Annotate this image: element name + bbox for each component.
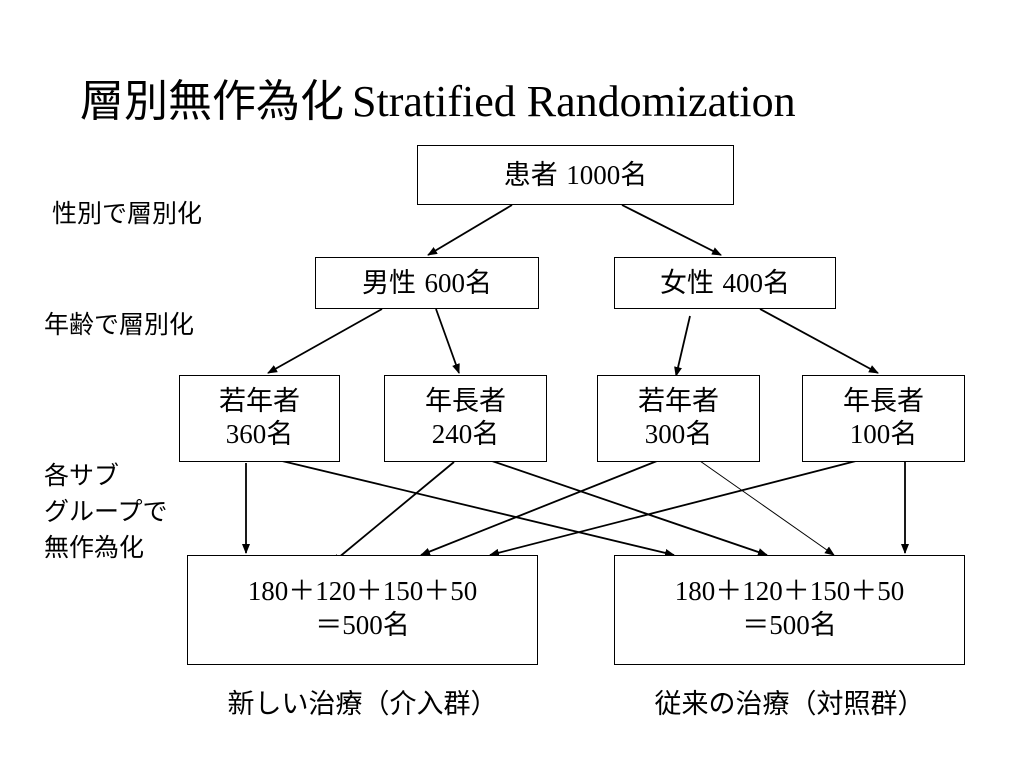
control-treatment-caption: 従来の治療（対照群）	[654, 689, 925, 720]
control-group-formula: 180＋120＋150＋50	[674, 576, 905, 606]
control-group-box: 180＋120＋150＋50 ＝500名	[614, 555, 965, 665]
arrow-maleold-new	[331, 461, 455, 564]
male-old-unit: 名	[472, 419, 500, 450]
root-label: 患者	[503, 160, 558, 191]
arrow-root-female	[621, 204, 722, 256]
new-treatment-group-box: 180＋120＋150＋50 ＝500名	[187, 555, 538, 665]
male-count: 600	[424, 268, 466, 298]
female-label: 女性	[659, 268, 714, 299]
arrow-femaleold-new	[489, 460, 857, 557]
arrow-female-old	[759, 308, 879, 374]
female-young-unit: 名	[685, 419, 713, 450]
arrow-root-male	[427, 204, 513, 256]
male-young-label: 若年者	[219, 386, 300, 417]
female-box: 女性 400名	[614, 257, 836, 309]
male-unit: 名	[465, 268, 493, 299]
arrow-male-old	[435, 308, 460, 374]
title-japanese: 層別無作為化	[80, 76, 344, 127]
male-old-label: 年長者	[425, 386, 506, 417]
arrow-female-young	[674, 315, 691, 377]
male-old-count: 240	[431, 419, 473, 449]
new-group-formula: 180＋120＋150＋50	[247, 576, 478, 606]
new-group-total: ＝500	[315, 610, 383, 640]
female-young-box: 若年者 300名	[597, 375, 760, 462]
title-english: Stratified Randomization	[352, 77, 796, 126]
female-young-label: 若年者	[638, 386, 719, 417]
label-stratify-age: 年齢で層別化	[44, 310, 195, 339]
male-young-count: 360	[225, 419, 267, 449]
male-old-box: 年長者 240名	[384, 375, 547, 462]
arrow-maleold-control	[491, 460, 768, 556]
female-count: 400	[722, 268, 764, 298]
label-randomize-line1: 各サブ	[44, 461, 120, 490]
female-old-count: 100	[849, 419, 891, 449]
arrow-femaleyoung-new	[420, 460, 658, 556]
root-patients-box: 患者 1000名	[417, 145, 734, 205]
new-group-unit: 名	[382, 610, 410, 641]
arrow-male-young	[267, 308, 383, 374]
female-unit: 名	[763, 268, 791, 299]
female-old-unit: 名	[890, 419, 918, 450]
label-randomize-subgroups: 各サブ グループで 無作為化	[44, 458, 168, 566]
male-young-unit: 名	[266, 419, 294, 450]
label-randomize-line2: グループで	[44, 497, 168, 526]
label-stratify-sex: 性別で層別化	[52, 199, 203, 228]
label-randomize-line3: 無作為化	[44, 533, 145, 562]
root-count: 1000	[566, 160, 621, 190]
new-treatment-caption: 新しい治療（介入群）	[227, 689, 498, 720]
female-old-box: 年長者 100名	[802, 375, 965, 462]
female-young-count: 300	[644, 419, 686, 449]
male-young-box: 若年者 360名	[179, 375, 340, 462]
control-group-unit: 名	[809, 610, 837, 641]
female-old-label: 年長者	[843, 386, 924, 417]
male-label: 男性	[361, 268, 416, 299]
control-group-total: ＝500	[742, 610, 810, 640]
root-unit: 名	[620, 160, 648, 191]
male-box: 男性 600名	[315, 257, 539, 309]
arrow-femaleyoung-control	[699, 460, 835, 556]
arrow-maleyoung-control	[281, 460, 675, 557]
